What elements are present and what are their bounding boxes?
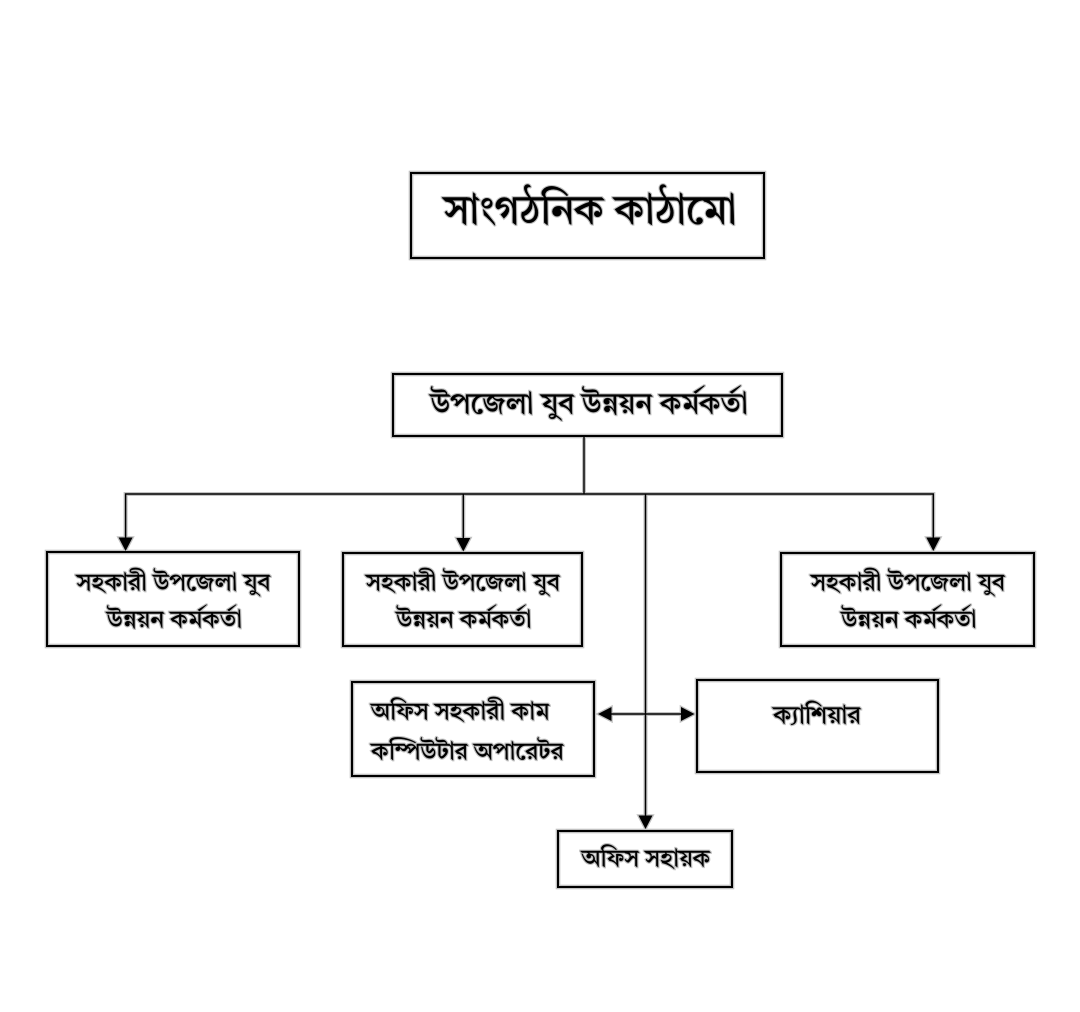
- node-assistant-1: সহকারী উপজেলা যুব উন্নয়ন কর্মকর্তা: [46, 551, 300, 647]
- soft-edge-halo-layer: [44, 170, 1037, 890]
- connector-distribution-line: [124, 493, 935, 539]
- node-assistant-3-border: [780, 552, 1035, 647]
- arrowhead-to-cashier: [681, 707, 695, 721]
- node-officer-border: [392, 373, 783, 437]
- node-officer: উপজেলা যুব উন্নয়ন কর্মকর্তা: [392, 373, 783, 437]
- title-box-border: [410, 172, 765, 259]
- node-office-assistant-border: [351, 681, 595, 777]
- node-assistant-1-border: [46, 551, 300, 647]
- node-cashier-border: [696, 679, 939, 773]
- node-office-helper: অফিস সহায়ক: [557, 830, 733, 888]
- title-box: সাংগঠনিক কাঠামো: [410, 172, 765, 259]
- node-office-assistant: অফিস সহকারী কাম কম্পিউটার অপারেটর: [351, 681, 595, 777]
- arrowhead-to-office-assistant: [598, 707, 612, 721]
- node-cashier: ক্যাশিয়ার: [696, 679, 939, 773]
- arrowhead-office-helper: [638, 815, 653, 829]
- node-assistant-2: সহকারী উপজেলা যুব উন্নয়ন কর্মকর্তা: [342, 552, 583, 647]
- box-border-layer: [46, 172, 1035, 888]
- node-office-helper-border: [557, 830, 733, 888]
- arrowhead-assistant3: [926, 537, 941, 551]
- arrowhead-assistant1: [118, 537, 133, 551]
- node-assistant-2-border: [342, 552, 583, 647]
- node-assistant-3: সহকারী উপজেলা যুব উন্নয়ন কর্মকর্তা: [780, 552, 1035, 647]
- arrowhead-assistant2: [456, 538, 471, 552]
- connector-layer: [118, 437, 941, 829]
